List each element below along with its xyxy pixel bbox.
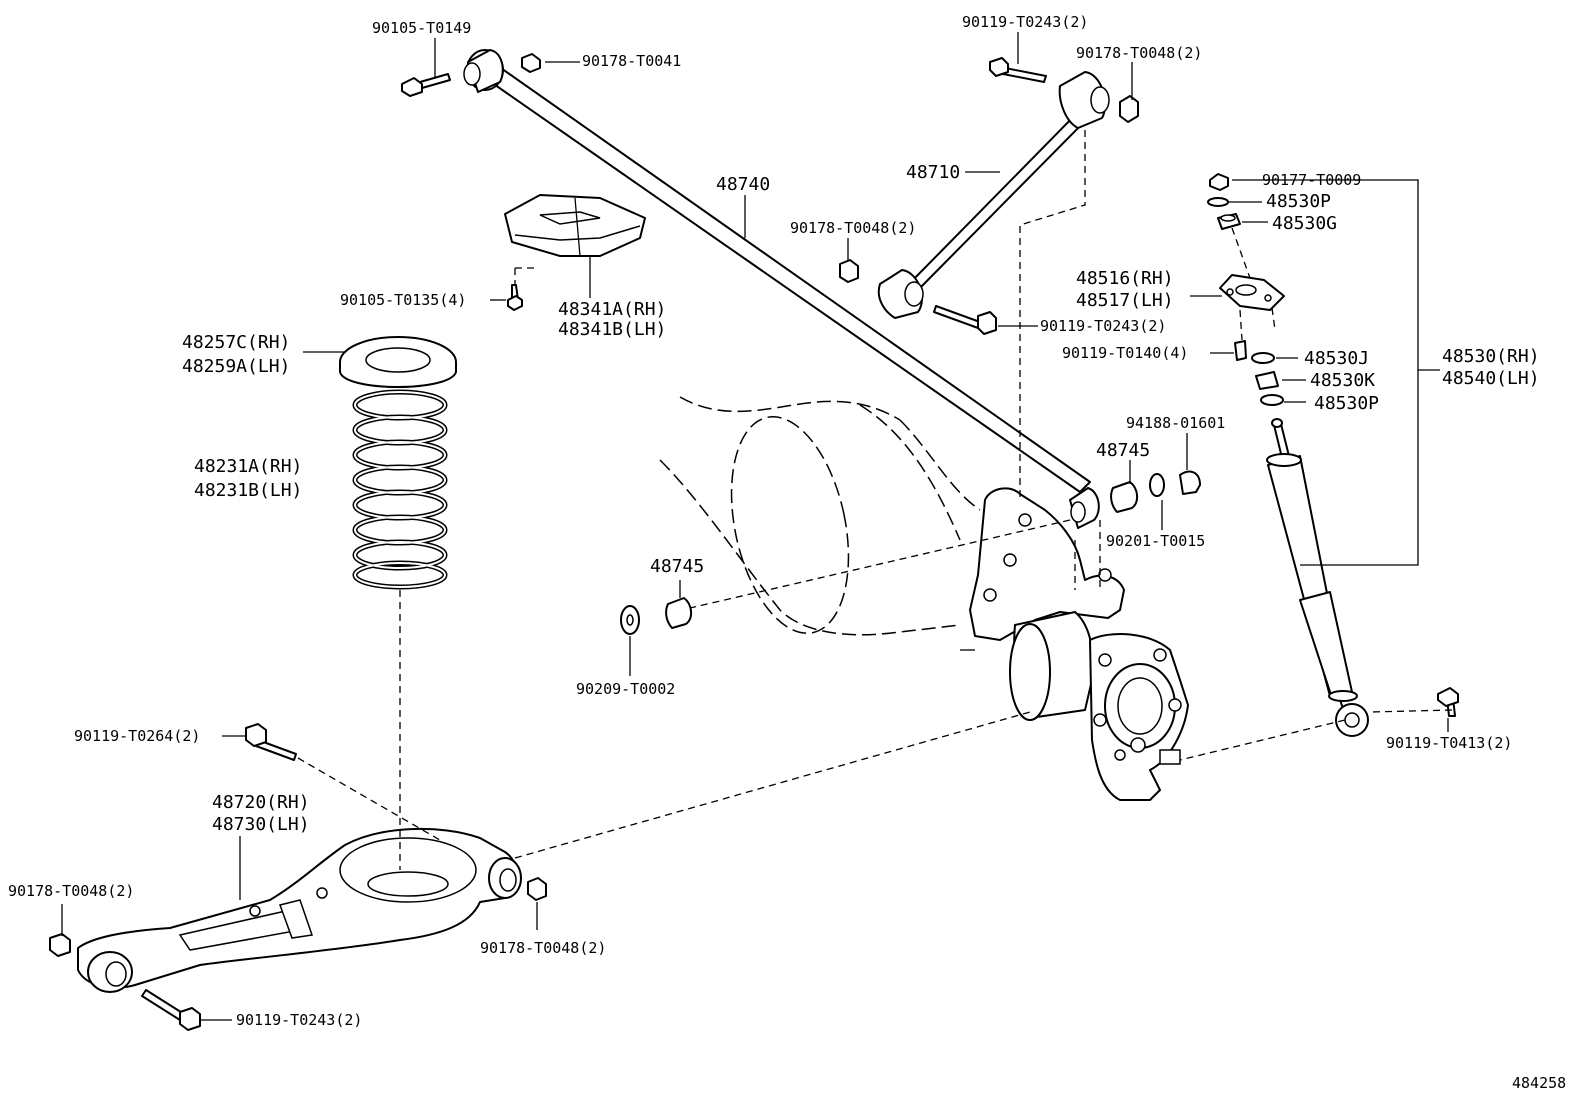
- part-labels: 90105-T0149 90178-T0041 48740 90119-T024…: [8, 13, 1566, 1092]
- axle-housing-outline: [659, 396, 981, 636]
- assembly-dashed-lines: [297, 130, 1453, 870]
- label-90178-T0048-arm: 90178-T0048(2): [480, 939, 606, 957]
- label-48530J: 48530J: [1304, 348, 1369, 369]
- lateral-control-rod: [463, 49, 1100, 529]
- label-90119-T0264: 90119-T0264(2): [74, 727, 200, 745]
- label-48710: 48710: [906, 162, 960, 183]
- label-90201-T0015: 90201-T0015: [1106, 532, 1205, 550]
- label-48517: 48517(LH): [1076, 290, 1174, 311]
- label-90178-T0048-top: 90178-T0048(2): [1076, 44, 1202, 62]
- label-48530: 48530(RH): [1442, 346, 1540, 367]
- label-48740: 48740: [716, 174, 770, 195]
- label-48231B: 48231B(LH): [194, 480, 302, 501]
- label-90178-T0048-left: 90178-T0048(2): [8, 882, 134, 900]
- label-90119-T0243-mid: 90119-T0243(2): [1040, 317, 1166, 335]
- shock-upper-hardware: [1207, 173, 1284, 406]
- label-90105-T0149: 90105-T0149: [372, 19, 471, 37]
- bolts: [141, 57, 1459, 1031]
- leader-lines: [61, 32, 1449, 1021]
- label-48259A: 48259A(LH): [182, 356, 290, 377]
- label-90209-T0002: 90209-T0002: [576, 680, 675, 698]
- label-90119-T0140: 90119-T0140(4): [1062, 344, 1188, 362]
- label-48720: 48720(RH): [212, 792, 310, 813]
- label-48730: 48730(LH): [212, 814, 310, 835]
- label-48530P-bot: 48530P: [1314, 393, 1379, 414]
- label-48257C: 48257C(RH): [182, 332, 290, 353]
- label-48530G: 48530G: [1272, 213, 1337, 234]
- label-90119-T0243-bot: 90119-T0243(2): [236, 1011, 362, 1029]
- label-48745-right: 48745: [1096, 440, 1150, 461]
- label-48341A: 48341A(RH): [558, 299, 666, 320]
- figure-id: 484258: [1512, 1074, 1566, 1092]
- label-48516: 48516(RH): [1076, 268, 1174, 289]
- coil-spring: [352, 389, 448, 590]
- label-48341B: 48341B(LH): [558, 319, 666, 340]
- upper-control-arm: [877, 71, 1110, 319]
- label-90178-T0041: 90178-T0041: [582, 52, 681, 70]
- label-48231A: 48231A(RH): [194, 456, 302, 477]
- label-90178-T0048-mid: 90178-T0048(2): [790, 219, 916, 237]
- shock-mount-bracket: [1219, 274, 1285, 311]
- label-90105-T0135: 90105-T0135(4): [340, 291, 466, 309]
- lower-control-arm: [77, 827, 522, 993]
- label-90119-T0243-top: 90119-T0243(2): [962, 13, 1088, 31]
- label-48530K: 48530K: [1310, 370, 1375, 391]
- label-48530P-top: 48530P: [1266, 191, 1331, 212]
- shock-absorber: [1266, 418, 1369, 737]
- label-90177-T0009: 90177-T0009: [1262, 171, 1361, 189]
- axle-knuckle: [960, 487, 1189, 801]
- bump-stopper-bracket: [504, 194, 646, 257]
- label-90119-T0413: 90119-T0413(2): [1386, 734, 1512, 752]
- label-94188-01601: 94188-01601: [1126, 414, 1225, 432]
- bushings-and-washers: [620, 470, 1201, 635]
- spring-insulator: [339, 336, 457, 388]
- label-48745-left: 48745: [650, 556, 704, 577]
- label-48540: 48540(LH): [1442, 368, 1540, 389]
